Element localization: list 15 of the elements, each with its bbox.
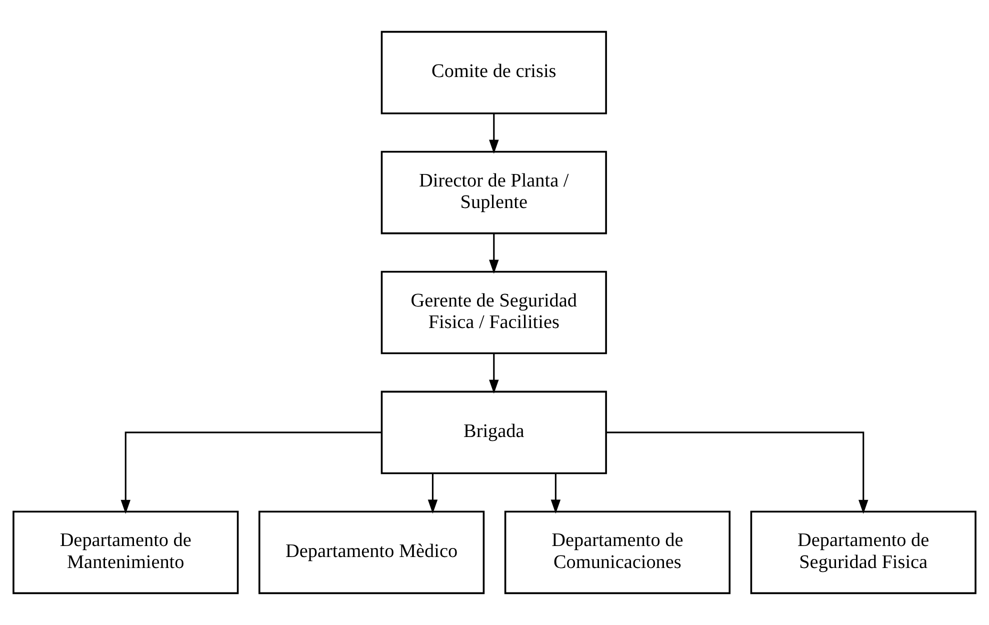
node-box: Departamento de Seguridad Fisica: [750, 510, 976, 594]
node-box: Departamento Mèdico: [258, 510, 485, 594]
arrow: [550, 473, 561, 514]
arrow: [120, 432, 382, 514]
node-box: Departamento de Mantenimiento: [12, 510, 239, 594]
arrow: [489, 233, 499, 274]
node-box: Director de Planta / Suplente: [380, 150, 607, 234]
arrow: [428, 473, 438, 514]
node-box: Gerente de Seguridad Fisica / Facilities: [380, 270, 607, 354]
arrow: [489, 353, 499, 394]
node-box: Departamento de Comunicaciones: [504, 510, 731, 594]
node-box: Comite de crisis: [380, 30, 607, 114]
node-box: Brigada: [380, 390, 607, 474]
arrow: [489, 114, 499, 154]
arrow: [606, 432, 868, 514]
